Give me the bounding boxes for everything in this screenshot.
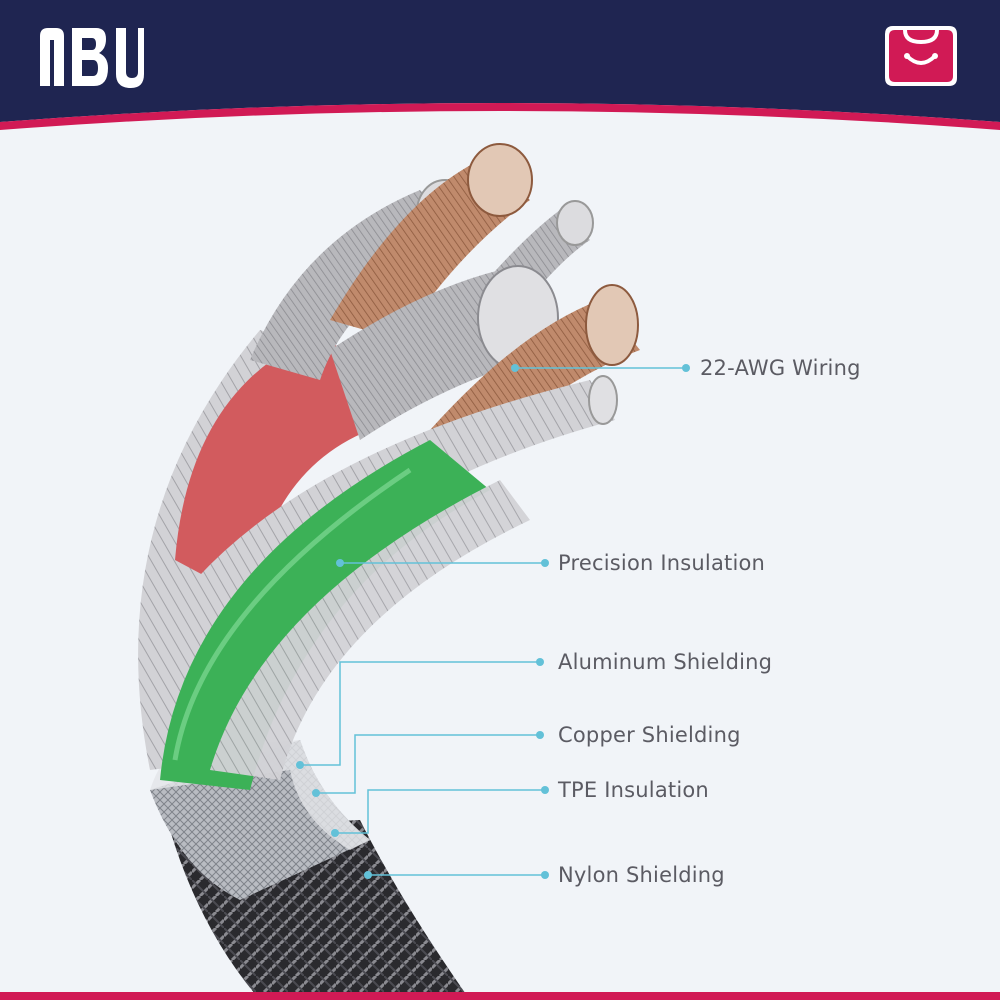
callout-aluminum-shielding: Aluminum Shielding — [558, 650, 773, 674]
header-banner — [0, 0, 1000, 160]
bottom-accent-bar — [0, 992, 1000, 1000]
callout-copper-shielding: Copper Shielding — [558, 723, 741, 747]
leader-line-tpe — [335, 789, 545, 834]
callout-precision-insulation: Precision Insulation — [558, 551, 766, 575]
leader-dots — [296, 364, 690, 879]
leader-line-copper — [316, 734, 540, 794]
brand-logo[interactable] — [36, 22, 146, 92]
leader-lines — [300, 367, 686, 876]
leader-line-aluminum — [300, 661, 540, 766]
callout-22-awg-wiring: 22-AWG Wiring — [700, 356, 861, 380]
bag-smile-graphic — [885, 26, 957, 86]
nbu-logo-mark — [40, 28, 144, 88]
callout-tpe-insulation: TPE Insulation — [558, 778, 709, 802]
shopping-bag-smile-icon[interactable] — [879, 24, 963, 88]
callout-nylon-shielding: Nylon Shielding — [558, 863, 725, 887]
header-background — [0, 0, 1000, 130]
